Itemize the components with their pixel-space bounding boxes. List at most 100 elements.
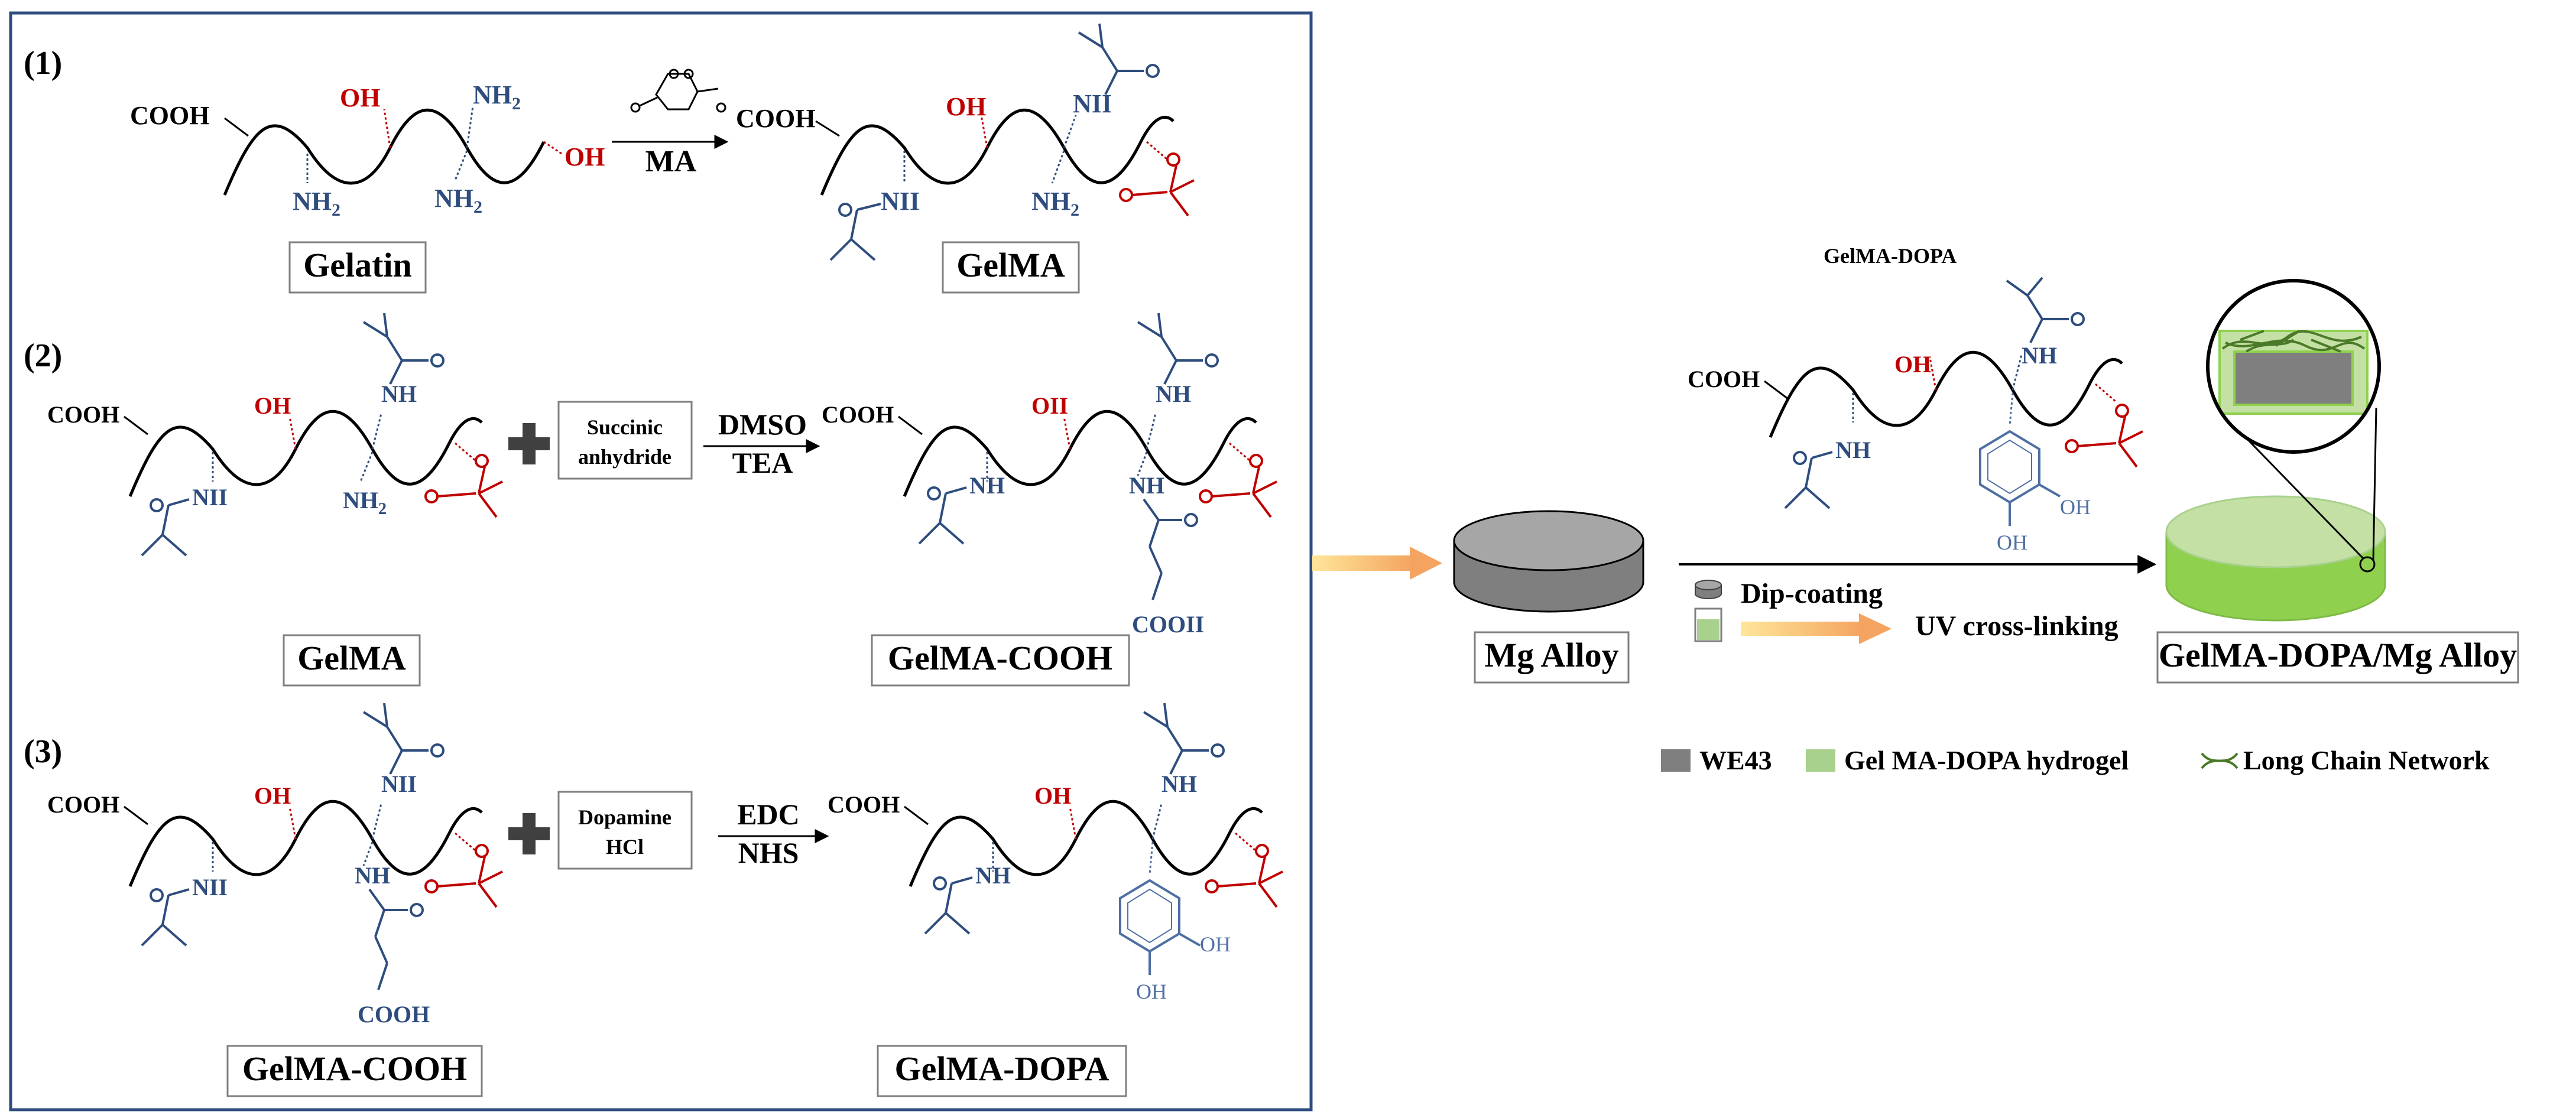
svg-text:OH: OH <box>254 782 291 809</box>
step-3-label: (3) <box>24 733 62 770</box>
svg-text:Succinic: Succinic <box>587 415 663 439</box>
legend-network-icon <box>2201 752 2238 769</box>
svg-text:COOH: COOH <box>358 1001 430 1028</box>
ma-reagent <box>630 69 726 113</box>
reagent-nhs: NHS <box>738 836 799 869</box>
svg-text:GelMA: GelMA <box>297 639 406 677</box>
nh2-group: NH2 <box>1031 187 1079 220</box>
uv-crosslinking-label: UV cross-linking <box>1915 610 2118 642</box>
svg-text:Gelatin: Gelatin <box>303 246 412 284</box>
mg-disk-small-icon <box>1695 580 1722 599</box>
svg-text:OH: OH <box>2060 495 2091 519</box>
reagent-ma: MA <box>645 145 697 178</box>
dopamine-hcl-box: Dopamine HCl <box>557 791 693 870</box>
gelma-cooh-molecule: COOH OII NH NH NH COOII <box>822 313 1277 638</box>
svg-text:NH: NH <box>355 862 390 889</box>
svg-text:GelMA-DOPA: GelMA-DOPA <box>895 1049 1109 1088</box>
svg-text:GelMA-COOH: GelMA-COOH <box>888 639 1112 677</box>
nh2-group: NH2 <box>434 184 482 217</box>
svg-text:COOII: COOII <box>1132 611 1204 638</box>
svg-text:NH: NH <box>2022 342 2057 369</box>
mg-alloy-disk <box>1453 510 1644 613</box>
mg-alloy-name-box: Mg Alloy <box>1474 631 1630 684</box>
svg-text:Mg Alloy: Mg Alloy <box>1484 636 1618 674</box>
reagent-dmso: DMSO <box>718 408 807 441</box>
svg-text:COOH: COOH <box>828 791 900 818</box>
zoom-detail-circle <box>2206 279 2381 454</box>
legend-label-we43: WE43 <box>1699 745 1772 775</box>
legend: WE43 Gel MA-DOPA hydrogel Long Chain Net… <box>1661 745 2490 775</box>
legend-label-hydrogel: Gel MA-DOPA hydrogel <box>1844 745 2129 775</box>
svg-text:anhydride: anhydride <box>578 445 671 469</box>
svg-text:COOH: COOH <box>47 401 119 428</box>
network-fibers <box>2221 330 2366 353</box>
step-2-label: (2) <box>24 337 62 374</box>
svg-text:COOH: COOH <box>1688 366 1760 392</box>
gelma-reactant-name-box: GelMA <box>283 634 421 687</box>
oh-group: OH <box>340 83 380 112</box>
uv-arrow-shaft <box>1741 622 1862 636</box>
plus-icon <box>508 423 550 464</box>
svg-text:NII: NII <box>881 187 920 216</box>
svg-text:NH: NH <box>1162 771 1197 797</box>
uv-arrow-head <box>1859 613 1892 644</box>
svg-text:COOH: COOH <box>822 401 894 428</box>
svg-text:NH: NH <box>381 381 417 407</box>
nh2-group: NH2 <box>343 487 387 518</box>
coated-disk <box>2165 495 2386 622</box>
svg-text:Dopamine: Dopamine <box>578 805 671 829</box>
nh2-group: NH2 <box>473 80 521 113</box>
reagent-tea: TEA <box>732 446 793 479</box>
gelma-molecule: COOH OH NII NII NH2 <box>736 23 1195 261</box>
svg-text:HCl: HCl <box>606 835 644 859</box>
transfer-arrow-shaft <box>1312 555 1413 571</box>
oh-group: OH <box>564 142 605 171</box>
legend-swatch-hydrogel <box>1806 749 1835 772</box>
svg-text:NH: NH <box>1835 437 1871 463</box>
svg-text:NH: NH <box>969 472 1005 499</box>
svg-text:NII: NII <box>192 484 228 511</box>
svg-text:NH: NH <box>1129 472 1164 499</box>
gelma-dopa-caption: GelMA-DOPA <box>1824 244 1957 268</box>
svg-text:OH: OH <box>946 92 986 121</box>
svg-text:NII: NII <box>381 771 417 797</box>
dip-coating-label: Dip-coating <box>1741 578 1883 609</box>
svg-text:OH: OH <box>1997 531 2027 554</box>
svg-text:OH: OH <box>1136 980 1167 1003</box>
gelma-name-box: GelMA <box>942 241 1080 294</box>
svg-text:NH: NH <box>975 862 1011 889</box>
svg-text:OH: OH <box>254 392 291 419</box>
step-1-label: (1) <box>24 45 62 82</box>
gelma-cooh-reactant-name-box: GelMA-COOH <box>226 1045 483 1097</box>
succinic-anhydride-box: Succinic anhydride <box>557 401 693 480</box>
plus-icon <box>508 813 550 854</box>
svg-text:OH: OH <box>1894 351 1931 378</box>
gelma-dopa-structure-small: COOH OH NH NH OH OH <box>1688 277 2143 554</box>
cooh-group: COOH <box>130 101 209 130</box>
gelma-cooh-reactant-molecule: COOH OH NII NII NH COOH <box>47 703 503 1028</box>
synthesis-panel-frame <box>9 11 1313 1112</box>
svg-text:NII: NII <box>192 874 228 901</box>
nh2-group: NH2 <box>293 187 340 220</box>
gelma-dopa-molecule: COOH OH NH NH OH OH <box>828 703 1283 1003</box>
svg-text:GelMA-COOH: GelMA-COOH <box>242 1049 467 1088</box>
gelma-reactant-molecule: COOH OH NH NII NH2 <box>47 313 503 557</box>
gelatin-name-box: Gelatin <box>288 241 427 294</box>
svg-text:COOH: COOH <box>47 791 119 818</box>
svg-text:GelMA: GelMA <box>956 246 1065 284</box>
legend-label-network: Long Chain Network <box>2243 745 2490 775</box>
svg-text:OH: OH <box>1034 782 1071 809</box>
svg-text:NH: NH <box>1156 381 1191 407</box>
beaker-icon <box>1694 607 1722 642</box>
gelatin-molecule: COOH OH NH2 NH2 NH2 OH <box>130 80 605 220</box>
transfer-arrow-head <box>1410 547 1442 580</box>
svg-text:OH: OH <box>1200 932 1231 956</box>
svg-text:COOH: COOH <box>736 104 815 133</box>
zoom-line <box>2372 407 2377 561</box>
legend-swatch-we43 <box>1661 749 1691 772</box>
svg-text:GelMA-DOPA/Mg Alloy: GelMA-DOPA/Mg Alloy <box>2159 636 2517 674</box>
svg-text:OII: OII <box>1031 392 1068 419</box>
coated-name-box: GelMA-DOPA/Mg Alloy <box>2156 631 2519 684</box>
gelma-cooh-name-box: GelMA-COOH <box>871 634 1130 687</box>
